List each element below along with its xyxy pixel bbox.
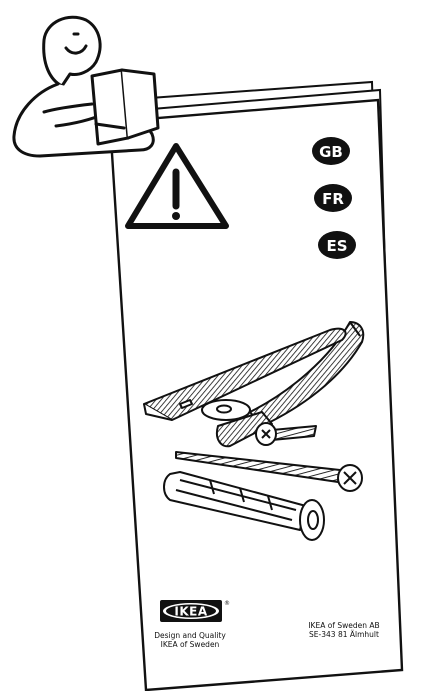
ikea-logo-text: IKEA <box>174 605 207 619</box>
language-label-gb: GB <box>319 143 343 161</box>
language-badge-es: ES <box>318 231 356 259</box>
tagline-line-2: IKEA of Sweden <box>161 640 220 649</box>
person-reading-icon <box>12 15 160 158</box>
address-line-1: IKEA of Sweden AB <box>308 621 379 630</box>
address-line-2: SE-343 81 Älmhult <box>309 630 379 639</box>
long-screw-icon <box>175 451 363 492</box>
safety-strap-icon <box>143 321 365 448</box>
language-badge-gb: GB <box>312 137 350 165</box>
language-label-fr: FR <box>322 190 344 208</box>
ikea-logo: IKEA ® <box>160 600 230 622</box>
warning-triangle-icon <box>125 143 229 229</box>
tagline-line-1: Design and Quality <box>154 631 226 640</box>
language-label-es: ES <box>326 237 347 255</box>
language-badge-fr: FR <box>314 184 352 212</box>
registered-mark: ® <box>224 600 230 607</box>
wall-plug-icon <box>163 471 325 541</box>
